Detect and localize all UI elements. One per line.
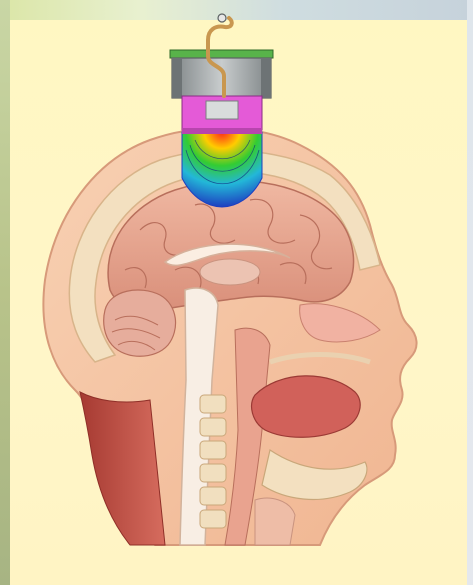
probe-housing <box>172 58 271 98</box>
tongue <box>252 376 361 437</box>
ultrasound-probe-icon <box>170 50 273 134</box>
probe-base <box>182 128 262 134</box>
cerebellum <box>104 290 176 356</box>
probe-side-right <box>261 58 271 98</box>
probe-side-left <box>172 58 182 98</box>
larynx <box>255 498 295 545</box>
probe-element <box>206 101 238 119</box>
cable-connector <box>218 14 226 22</box>
probe-top-plate <box>170 50 273 58</box>
thalamus <box>200 259 260 285</box>
